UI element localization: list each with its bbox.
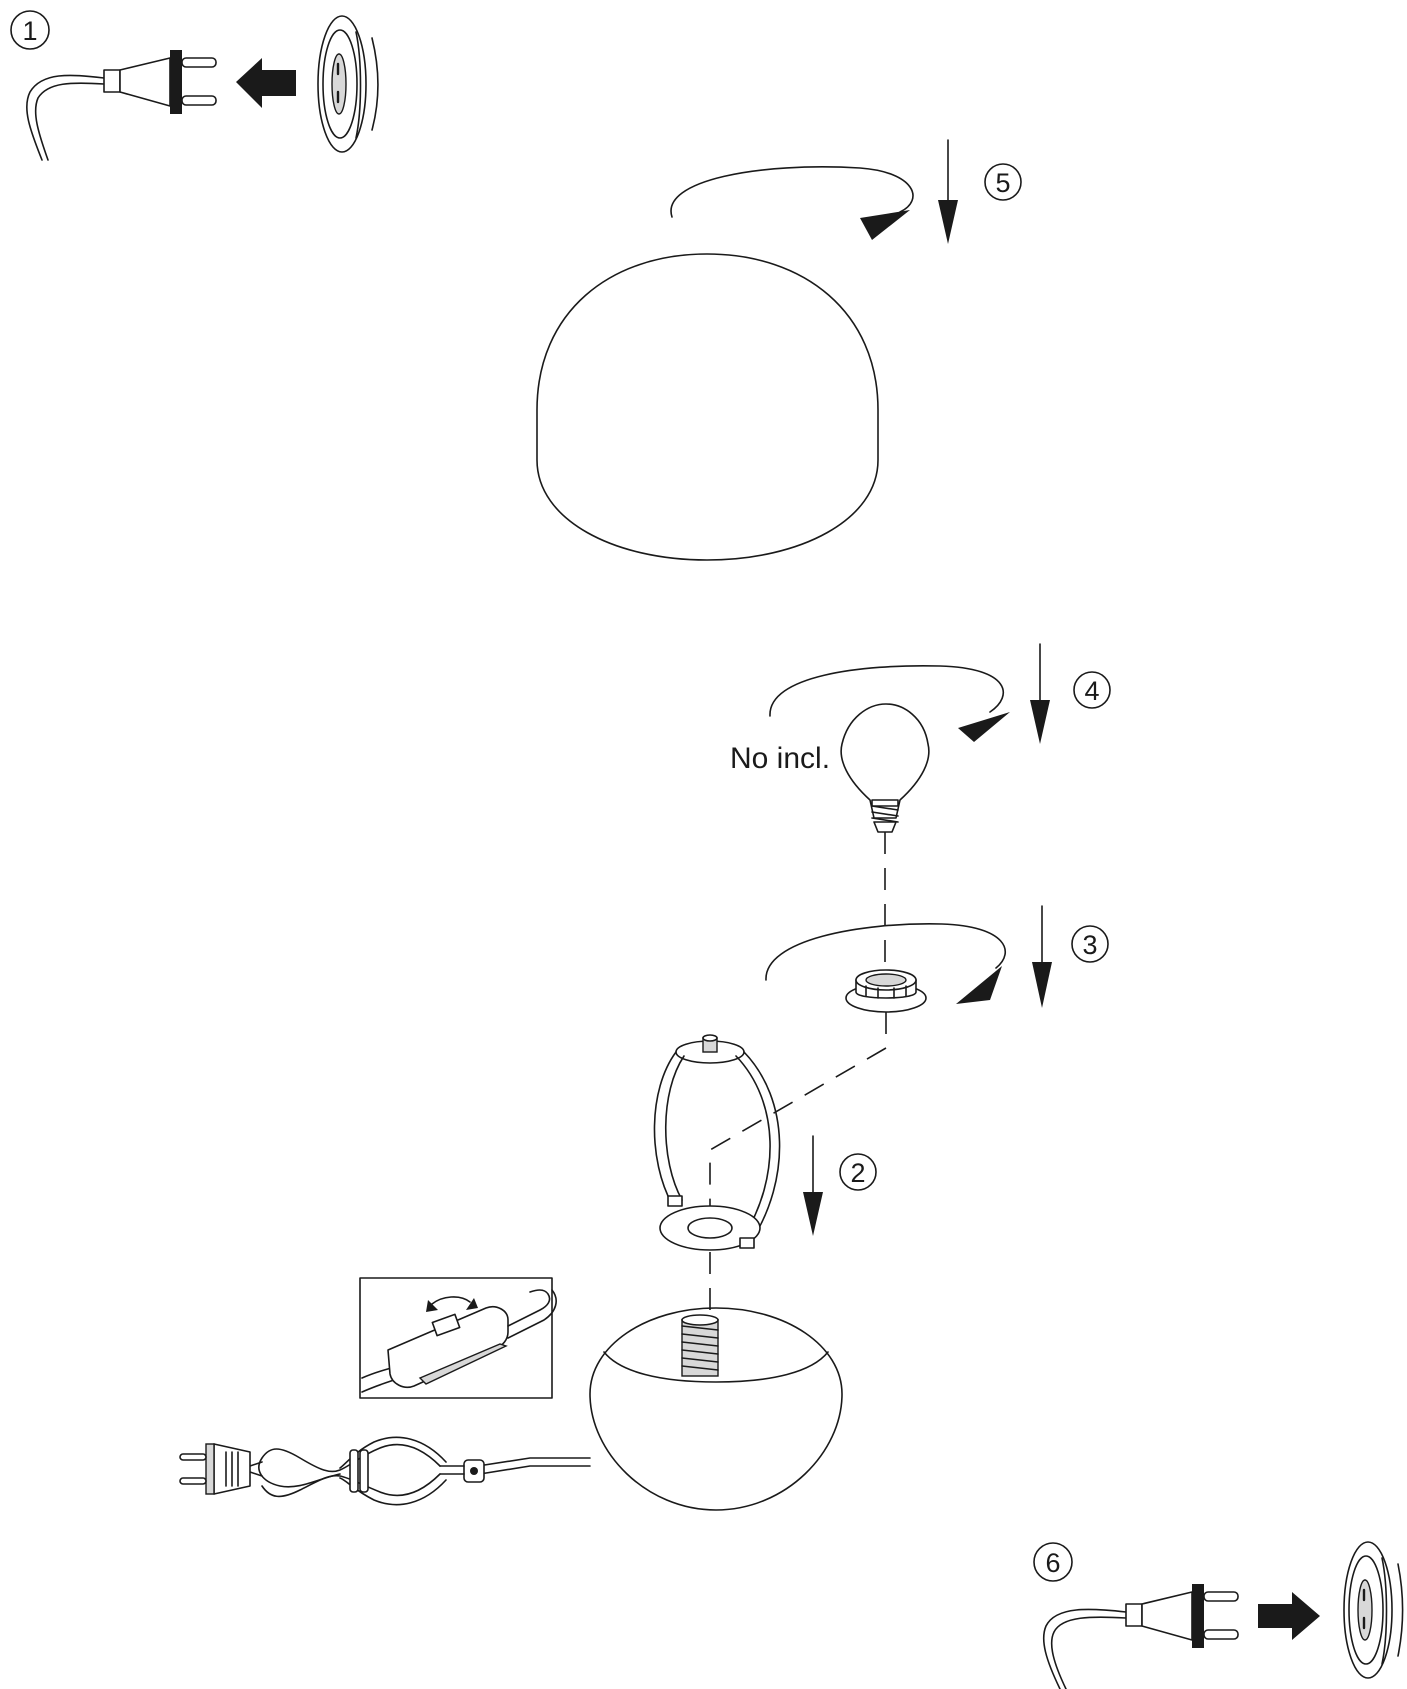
step-5-number: 5 xyxy=(995,168,1010,198)
step-6-badge: 6 xyxy=(1033,1542,1073,1582)
wall-socket-icon-step-6 xyxy=(1343,1541,1404,1679)
ring-nut xyxy=(845,969,927,1013)
plug-icon-step-6 xyxy=(1042,1584,1239,1689)
step-1-unplug-group: 1 xyxy=(10,10,379,161)
step-3-rotation-arrowhead-icon xyxy=(956,966,1002,1004)
dome-shade xyxy=(536,253,879,561)
step-4-rotation-path xyxy=(769,664,1005,717)
lamp-base xyxy=(589,1307,843,1511)
step-2-harp-group: 2 xyxy=(653,1034,877,1251)
step-1-number: 1 xyxy=(22,16,37,46)
axis-line-ring-to-harp xyxy=(709,1012,887,1240)
wall-socket-icon xyxy=(317,15,379,153)
step-4-badge: 4 xyxy=(1073,671,1111,709)
step-1-badge: 1 xyxy=(10,10,50,50)
inline-switch-icon xyxy=(387,1305,509,1389)
plug-in-arrow-icon xyxy=(1258,1592,1320,1640)
base-plug-icon xyxy=(179,1443,251,1495)
step-2-number: 2 xyxy=(850,1158,865,1188)
bulb-not-included-label: No incl. xyxy=(730,742,830,775)
step-5-shade-group: 5 xyxy=(536,139,1022,561)
cord-tie xyxy=(349,1449,369,1493)
light-bulb-icon xyxy=(840,703,930,833)
step-4-bulb-group: 4 No incl. xyxy=(730,643,1111,833)
step-3-rotation-path xyxy=(765,923,1006,981)
step-3-number: 3 xyxy=(1082,930,1097,960)
threaded-nipple xyxy=(681,1314,719,1377)
step-3-ring-group: 3 xyxy=(765,905,1109,1013)
step-6-number: 6 xyxy=(1045,1548,1060,1578)
step-5-rotation-path xyxy=(670,166,914,218)
plug-icon xyxy=(26,50,217,161)
step-5-badge: 5 xyxy=(984,163,1022,201)
lamp-base-group xyxy=(179,1307,843,1511)
unplug-arrow-icon xyxy=(236,58,296,108)
step-5-rotation-arrowhead-icon xyxy=(860,210,910,240)
step-4-rotation-arrowhead-icon xyxy=(958,712,1010,742)
lamp-harp xyxy=(653,1034,781,1251)
step-2-badge: 2 xyxy=(839,1153,877,1191)
step-3-badge: 3 xyxy=(1071,925,1109,963)
step-4-number: 4 xyxy=(1084,676,1099,706)
switch-detail-inset xyxy=(359,1277,557,1399)
power-cord xyxy=(179,1436,591,1506)
step-6-plugin-group: 6 xyxy=(1033,1541,1404,1689)
